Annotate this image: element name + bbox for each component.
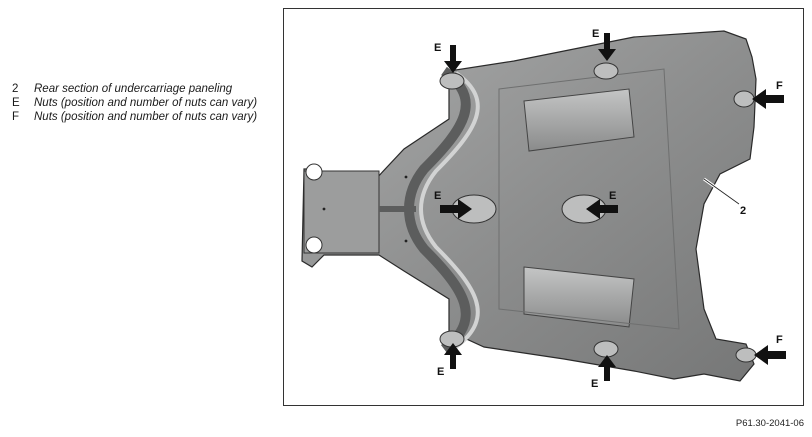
ridge-highlight: [419, 71, 480, 349]
raised-plate: [523, 88, 635, 152]
arrow-left-icon: [586, 199, 618, 219]
nut-boss: [735, 347, 757, 363]
label-e: E: [437, 366, 444, 378]
front-mount: [303, 170, 380, 254]
arrow-left-icon: [752, 89, 784, 109]
nut-boss: [439, 72, 465, 90]
arrow-down-icon: [444, 45, 462, 73]
diagram-frame: E E E E E E F F 2: [283, 8, 804, 406]
legend-item-e: E Nuts (position and number of nuts can …: [12, 96, 262, 110]
legend-key: E: [12, 97, 20, 109]
arrow-left-icon: [754, 345, 786, 365]
legend: 2 Rear section of undercarriage paneling…: [12, 82, 262, 124]
legend-text: Rear section of undercarriage paneling: [34, 83, 233, 95]
legend-key: 2: [12, 83, 19, 95]
arrow-down-icon: [598, 33, 616, 61]
legend-text: Nuts (position and number of nuts can va…: [34, 97, 258, 109]
legend-key: F: [12, 111, 20, 123]
label-e: E: [609, 190, 616, 202]
undercarriage-diagram: E E E E E E F F 2: [301, 28, 786, 390]
figure-reference: P61.30-2041-06: [735, 418, 804, 429]
label-part-2: 2: [740, 205, 746, 217]
label-e: E: [592, 28, 599, 40]
mount-hole: [305, 163, 323, 181]
nut-boss: [593, 62, 619, 80]
arrow-up-icon: [598, 355, 616, 381]
rivet: [322, 207, 326, 211]
legend-text: Nuts (position and number of nuts can va…: [34, 111, 258, 123]
rivet: [404, 239, 408, 243]
raised-plate: [523, 266, 635, 328]
label-f: F: [776, 80, 783, 92]
legend-item-f: F Nuts (position and number of nuts can …: [12, 110, 262, 124]
mount-hole: [305, 236, 323, 254]
label-f: F: [776, 334, 783, 346]
label-e: E: [434, 42, 441, 54]
label-e: E: [591, 378, 598, 390]
nut-boss: [733, 90, 755, 108]
rivet: [404, 175, 408, 179]
legend-item-2: 2 Rear section of undercarriage paneling: [12, 82, 262, 96]
label-e: E: [434, 190, 441, 202]
nut-boss: [593, 340, 619, 358]
arrow-up-icon: [444, 343, 462, 369]
arrow-right-icon: [440, 199, 472, 219]
leader-line: [703, 178, 740, 205]
